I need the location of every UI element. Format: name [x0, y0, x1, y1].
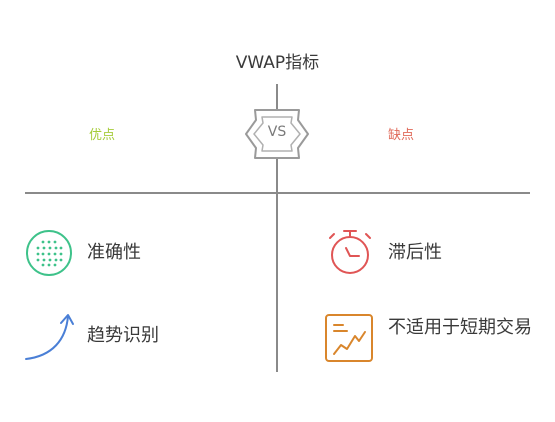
chart-line-icon — [325, 314, 373, 362]
vs-label: VS — [267, 124, 287, 140]
cons-heading: 缺点 — [387, 128, 414, 143]
cons-item-short-term: 不适用于短期交易 — [388, 317, 532, 338]
stopwatch-icon — [329, 230, 371, 274]
upward-arrow-icon — [25, 314, 74, 360]
vs-badge — [245, 109, 309, 159]
pros-item-accuracy: 准确性 — [87, 242, 141, 263]
pros-item-trend: 趋势识别 — [87, 325, 159, 346]
diagram-title: VWAP指标 — [235, 53, 320, 73]
pros-heading: 优点 — [88, 128, 115, 143]
cons-item-lag: 滞后性 — [388, 242, 442, 263]
dotted-circle-icon — [26, 230, 72, 276]
